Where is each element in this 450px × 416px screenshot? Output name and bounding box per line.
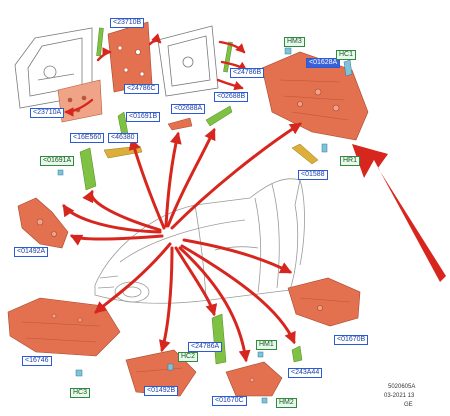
label-hm2: HM2 xyxy=(276,398,297,408)
dash-clip-hr1 xyxy=(321,143,328,153)
hood-insulator xyxy=(7,297,121,357)
label-24786b: <24786B xyxy=(230,68,265,78)
label-46380: <46380 xyxy=(108,133,138,143)
label-hr1: HR1 xyxy=(340,156,361,166)
label-23710b: <23710B xyxy=(110,18,145,28)
dash-clip-hc1 xyxy=(343,59,353,77)
label-01691a: <01691A xyxy=(40,156,75,166)
label-hc2: HC2 xyxy=(178,352,199,362)
rear-door-frame xyxy=(157,25,219,97)
door-seal-strip-b xyxy=(223,41,233,73)
label-16746: <16746 xyxy=(22,356,52,366)
label-01588: <01588 xyxy=(298,170,328,180)
rear-floor-insulator xyxy=(225,361,283,397)
label-24786c: <24786C xyxy=(124,84,159,94)
label-hc3: HC3 xyxy=(70,388,91,398)
roof-seal-strip xyxy=(205,105,233,127)
diagram-code: 5020605A xyxy=(388,384,416,390)
pointer-arrows xyxy=(62,122,303,363)
car-body-outline xyxy=(94,178,305,304)
label-hm1: HM1 xyxy=(256,340,277,350)
label-01492b: <01492B xyxy=(144,386,179,396)
label-01492a: <01492A xyxy=(14,247,49,257)
dash-lower-bracket xyxy=(291,143,319,165)
label-243a44: <243A44 xyxy=(288,368,323,378)
label-23710a: <23710A xyxy=(30,108,65,118)
label-24786a: <24786A xyxy=(188,342,223,352)
b-pillar-insulator xyxy=(211,313,227,365)
wheelhouse-insulator xyxy=(287,277,361,327)
diagram-region: GE xyxy=(404,402,413,408)
label-01691b: <01691B xyxy=(126,112,161,122)
a-pillar-insulator xyxy=(79,147,97,191)
label-02688a: <02688A xyxy=(171,104,206,114)
label-01670c: <01670C xyxy=(212,396,247,406)
highlight-arrow xyxy=(352,144,446,282)
hood-clip-hc3 xyxy=(75,369,83,377)
quarter-panel-seal xyxy=(291,345,303,363)
label-02688b: <02688B xyxy=(214,92,249,102)
floor-clip-hc2 xyxy=(167,363,174,371)
small-clip-left xyxy=(57,169,64,176)
label-hc1: HC1 xyxy=(336,50,357,60)
door-seal-strip-a xyxy=(96,27,104,57)
rear-clip-hm1 xyxy=(257,351,264,358)
label-01670b: <01670B xyxy=(334,335,369,345)
label-hm3: HM3 xyxy=(284,37,305,47)
front-door-watershield xyxy=(107,21,153,93)
front-fender-insulator xyxy=(17,197,69,249)
roof-bracket-small-b xyxy=(167,117,193,131)
dash-clip-hm3 xyxy=(284,47,292,55)
rear-clip-hm2 xyxy=(261,397,268,404)
label-16e560: <16E560 xyxy=(70,133,105,143)
diagram-date: 03-2021 13 xyxy=(384,393,415,399)
label-01628a: <01628A xyxy=(306,58,341,68)
dash-panel-insulator xyxy=(261,51,369,141)
